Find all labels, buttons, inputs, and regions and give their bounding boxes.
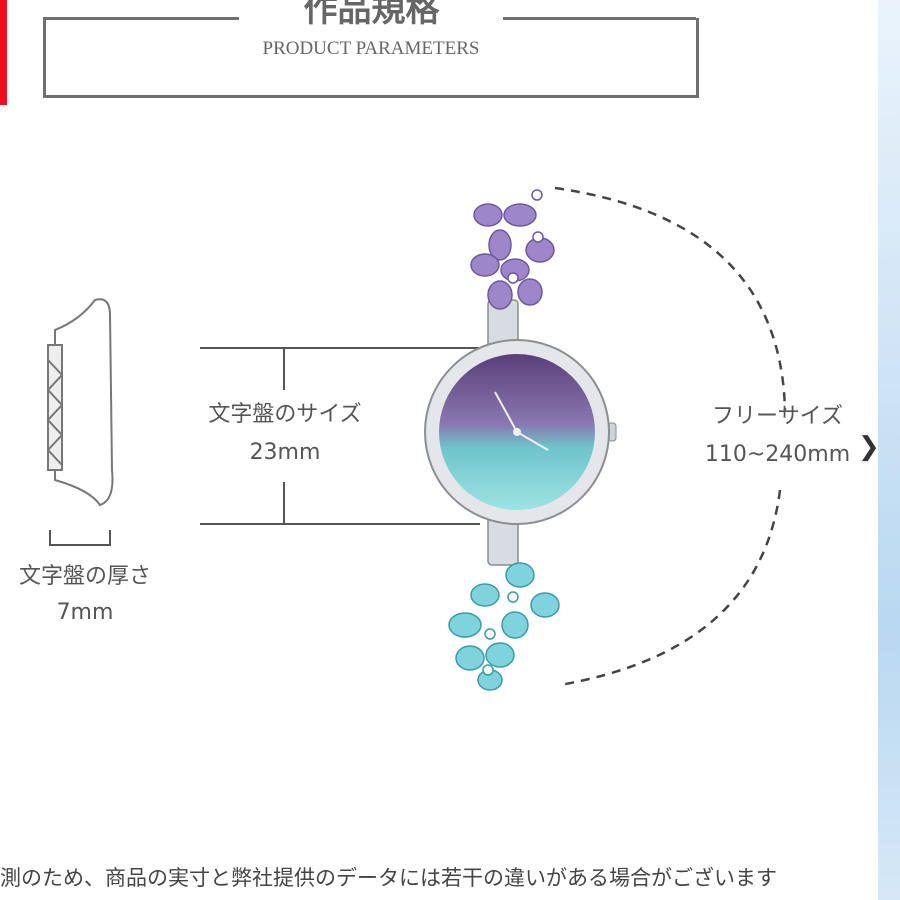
thickness-label: 文字盤の厚さ bbox=[18, 564, 151, 589]
band-size-label: フリーサイズ bbox=[712, 404, 843, 429]
title-frame bbox=[43, 18, 699, 98]
footer-disclaimer: 測のため、商品の実寸と弊社提供のデータには若干の違いがある場合がございます bbox=[0, 866, 777, 890]
purple-flower-charms bbox=[470, 189, 555, 310]
thickness-value: 7mm bbox=[56, 600, 114, 625]
watch-hand bbox=[494, 391, 518, 433]
adjacent-image-strip bbox=[878, 0, 900, 900]
section-title-jp: 作品規格 bbox=[303, 0, 440, 30]
watch-case bbox=[424, 339, 617, 525]
band-size-arc bbox=[554, 186, 787, 687]
frame-line bbox=[503, 17, 696, 20]
next-image-chevron-icon[interactable]: ❯ bbox=[858, 432, 880, 462]
dial-size-lines bbox=[200, 347, 480, 525]
band-size-value: 110~240mm bbox=[704, 442, 851, 467]
thickness-bracket bbox=[49, 530, 111, 546]
watch-hand bbox=[516, 431, 549, 451]
section-title-en: PRODUCT PARAMETERS bbox=[262, 38, 480, 59]
aqua-flower-charms bbox=[448, 562, 560, 691]
dial-size-value: 23mm bbox=[249, 440, 321, 465]
frame-line bbox=[43, 17, 239, 20]
red-accent-bar bbox=[0, 0, 7, 105]
dial-size-label: 文字盤のサイズ bbox=[208, 402, 362, 427]
watch-side-profile bbox=[46, 298, 114, 507]
